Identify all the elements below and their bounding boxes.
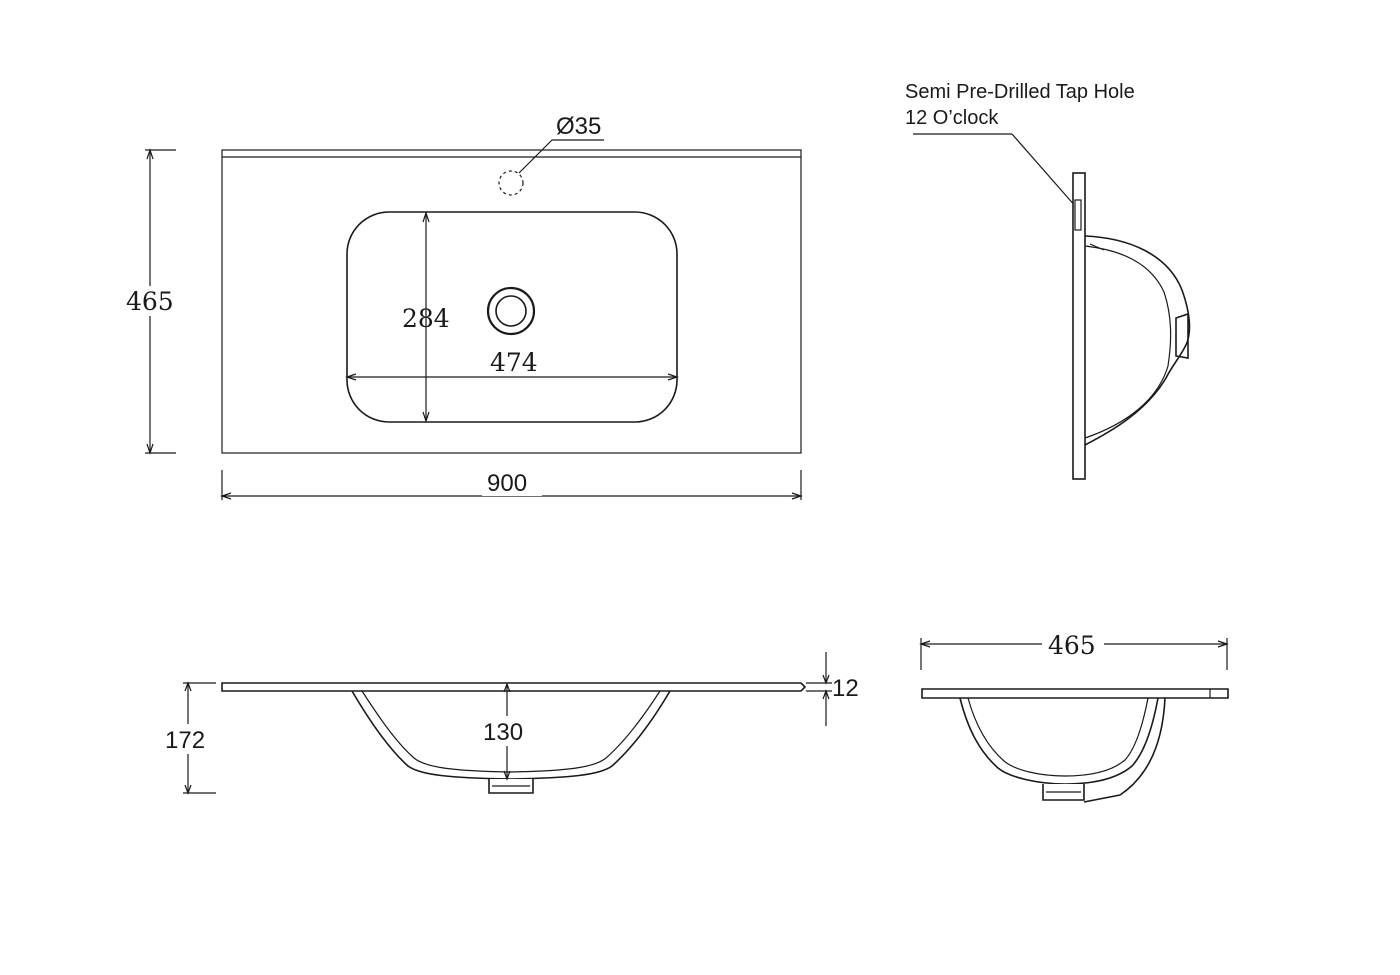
side-note-line1: Semi Pre-Drilled Tap Hole bbox=[905, 81, 1135, 103]
end-depth-arrow-left bbox=[919, 640, 931, 648]
depth-label-bg bbox=[124, 286, 174, 316]
end-depth-label: 465 bbox=[1048, 631, 1096, 660]
tap-hole bbox=[498, 170, 524, 196]
bowl-depth-arrow-bottom bbox=[422, 411, 430, 423]
drain-inner bbox=[495, 295, 527, 327]
side-overflow bbox=[1175, 312, 1189, 359]
front-top-slab bbox=[221, 682, 807, 692]
width-arrow-right bbox=[791, 492, 803, 500]
bowl-height-arrow-bottom bbox=[503, 770, 511, 781]
end-bowl-inner bbox=[967, 697, 1149, 777]
bowl-width-arrow-left bbox=[345, 373, 357, 381]
end-depth-arrow-right bbox=[1217, 640, 1229, 648]
bowl-depth-arrow-top bbox=[422, 211, 430, 223]
tap-hole-leader bbox=[518, 139, 553, 174]
side-bowl-outer bbox=[1084, 235, 1191, 446]
thickness-arrow-bottom bbox=[822, 689, 830, 700]
bowl-outline bbox=[346, 211, 678, 423]
side-bowl-inner bbox=[1084, 245, 1172, 439]
side-view: Semi Pre-Drilled Tap Hole 12 O’clock bbox=[905, 81, 1191, 480]
bowl-height-label: 130 bbox=[483, 719, 523, 746]
width-label-bg bbox=[482, 466, 542, 496]
width-label: 900 bbox=[487, 470, 527, 497]
end-depth-label-bg bbox=[1042, 630, 1104, 660]
side-note-line2: 12 O’clock bbox=[905, 107, 999, 129]
bowl-width-label: 474 bbox=[490, 348, 538, 377]
bowl-height-label-bg bbox=[480, 716, 534, 746]
depth-label: 465 bbox=[126, 287, 174, 316]
thickness-label: 12 bbox=[832, 675, 859, 702]
side-slab bbox=[1072, 172, 1086, 480]
depth-arrow-top bbox=[146, 148, 154, 160]
height-arrow-bottom bbox=[184, 784, 192, 795]
thickness-arrow-top bbox=[822, 674, 830, 685]
top-view: Ø35 284 474 465 900 bbox=[124, 113, 803, 500]
tap-hole-label: Ø35 bbox=[556, 113, 601, 140]
end-view: 465 bbox=[919, 630, 1229, 803]
height-label: 172 bbox=[165, 727, 205, 754]
bowl-depth-label: 284 bbox=[402, 304, 450, 333]
end-overflow bbox=[1083, 697, 1166, 803]
side-tap-hole-mark bbox=[1074, 199, 1082, 231]
front-view: 130 172 12 bbox=[162, 652, 859, 795]
drain-outer bbox=[486, 286, 536, 336]
bowl-width-arrow-right bbox=[667, 373, 679, 381]
bowl-height-arrow-top bbox=[503, 682, 511, 693]
depth-arrow-bottom bbox=[146, 443, 154, 455]
end-bowl-outer bbox=[959, 697, 1159, 785]
basin-top-outline bbox=[221, 149, 802, 454]
height-label-bg bbox=[162, 724, 216, 754]
side-rim-detail bbox=[1089, 243, 1105, 251]
side-note-leader bbox=[1011, 133, 1077, 208]
end-top-slab bbox=[921, 688, 1229, 699]
width-arrow-left bbox=[220, 492, 232, 500]
height-arrow-top bbox=[184, 681, 192, 692]
